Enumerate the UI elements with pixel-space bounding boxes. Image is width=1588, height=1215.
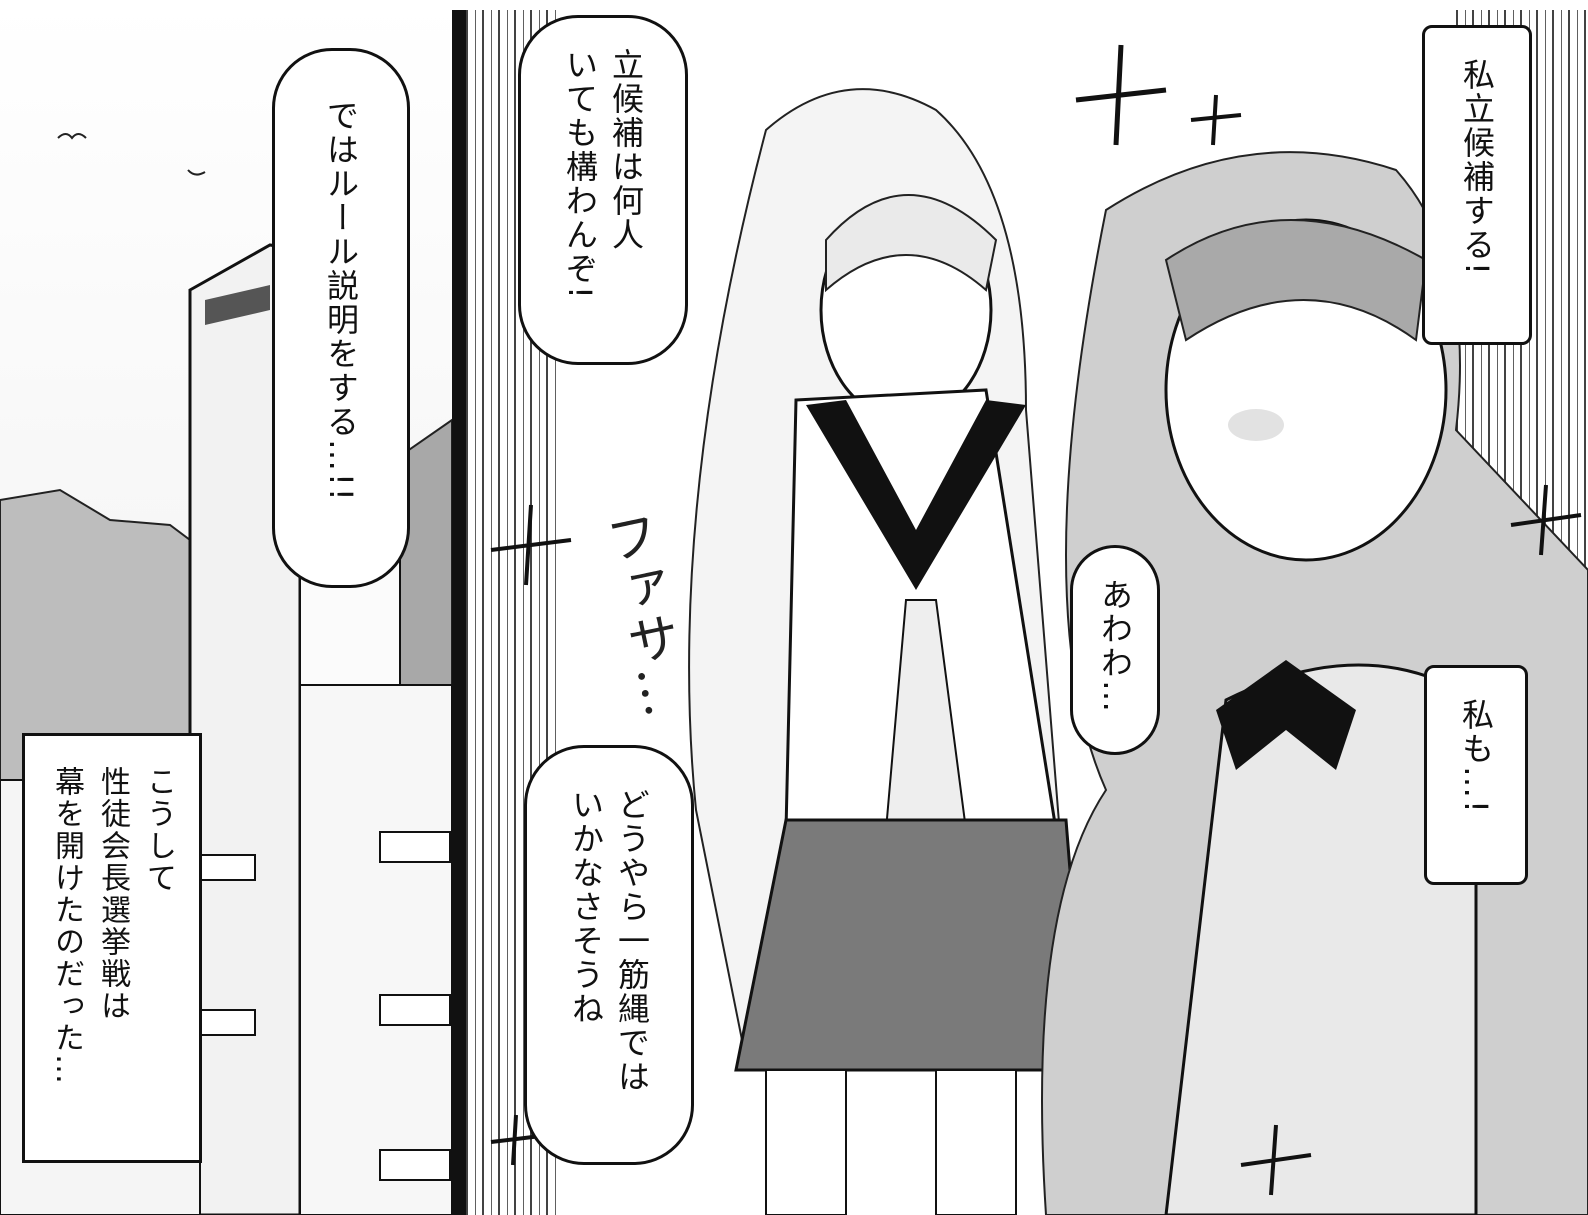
speech-bubble-candidates: 立候補は何人 いても構わんぞ!	[518, 15, 688, 365]
sparkle-icon	[1240, 1124, 1312, 1196]
characters-illustration	[688, 88, 1588, 1215]
bubble-self-text: 私立候補する!	[1458, 58, 1496, 277]
speech-bubble-awawa: あわわ…	[1070, 545, 1160, 755]
narration-text: こうして 性徒会長選挙戦は 幕を開けたのだった…	[49, 766, 176, 1086]
speech-bubble-self: 私立候補する!	[1422, 25, 1532, 345]
bubble-awawa-text: あわわ…	[1096, 578, 1134, 714]
speech-bubble-me-too: 私も…!	[1424, 665, 1528, 885]
bubble-me-too-text: 私も…!	[1457, 698, 1495, 815]
panel-divider	[452, 10, 466, 1215]
speech-bubble-not-easy: どうやら一筋縄では いかなさそうね	[524, 745, 694, 1165]
bubble-rules-text: ではルール説明をする…!!	[322, 99, 360, 503]
bubble-not-easy-text: どうやら一筋縄では いかなさそうね	[567, 788, 651, 1094]
sparkle-icon	[1075, 44, 1167, 146]
panel-school-building: ではルール説明をする…!! こうして 性徒会長選挙戦は 幕を開けたのだった…	[0, 0, 452, 1215]
bubble-candidates-text: 立候補は何人 いても構わんぞ!	[561, 48, 645, 301]
sparkle-icon	[1510, 484, 1582, 556]
panel-characters: ファサ… 立候補は何人 いても構わんぞ! 私立候補する! あわわ… 私も…! ど…	[466, 10, 1588, 1215]
narration-box: こうして 性徒会長選挙戦は 幕を開けたのだった…	[22, 733, 202, 1163]
speech-bubble-rules: ではルール説明をする…!!	[272, 48, 410, 588]
sparkle-icon	[1190, 94, 1242, 146]
sparkle-icon	[490, 504, 572, 586]
